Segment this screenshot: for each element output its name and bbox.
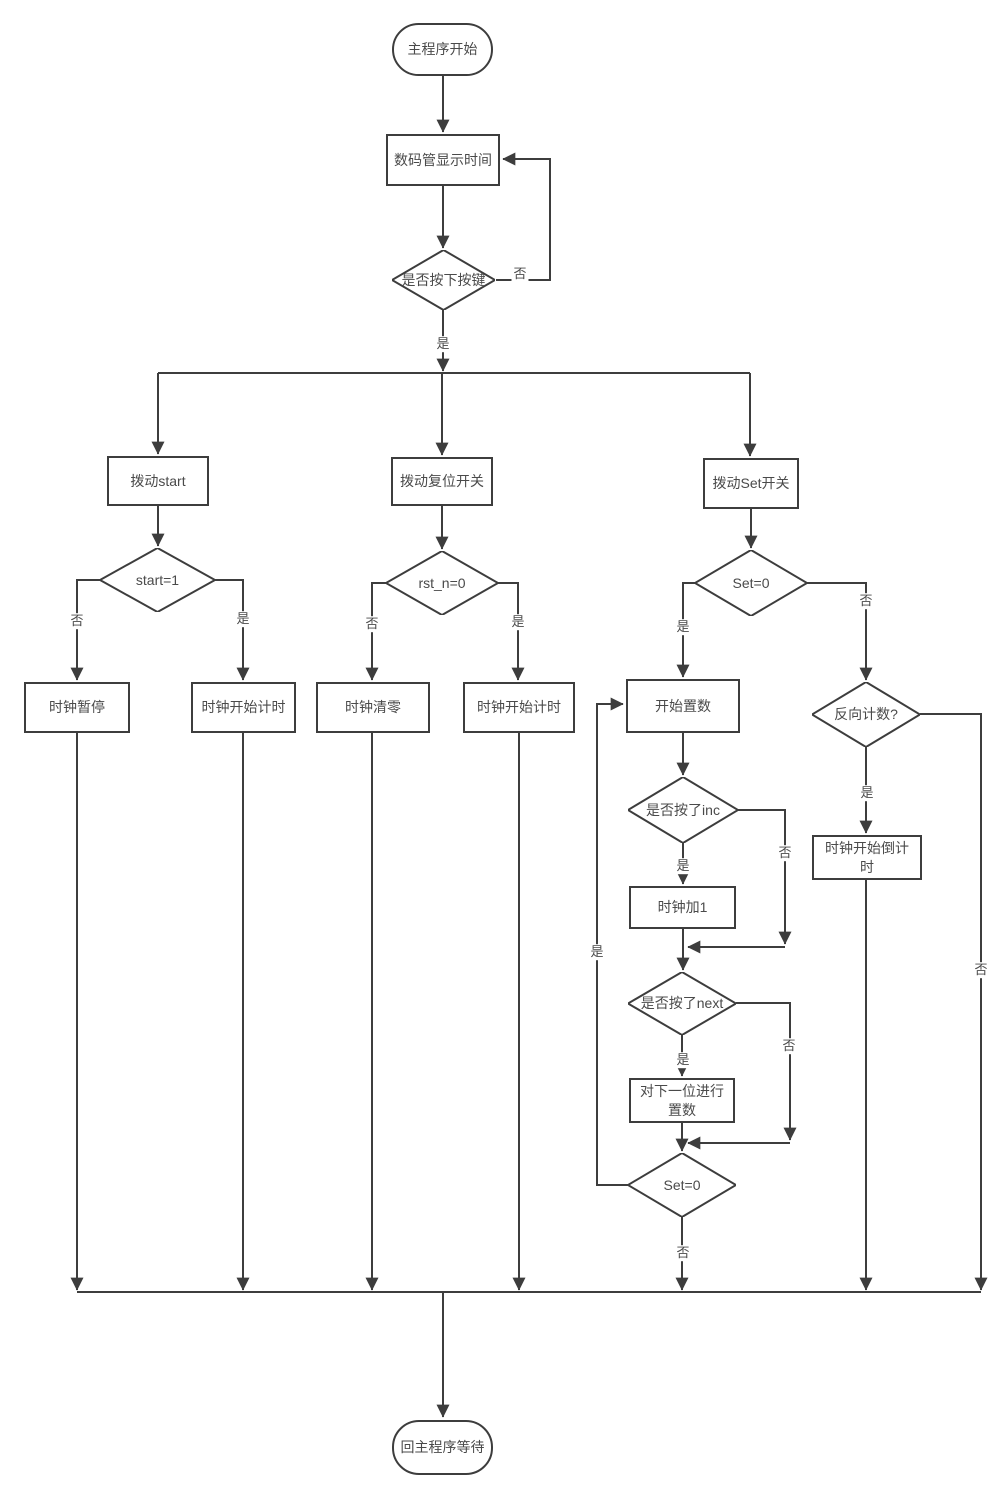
node-label: 对下一位进行置数 xyxy=(640,1082,724,1118)
diamond-shape xyxy=(628,972,736,1035)
edge-label-starteq1-no: 否 xyxy=(68,613,86,629)
node-label: 是否按了inc xyxy=(646,801,720,818)
edge-label-nextcheck-yes: 是 xyxy=(674,1052,692,1068)
process-display-time: 数码管显示时间 xyxy=(386,134,500,186)
node-label: 时钟开始倒计时 xyxy=(825,839,909,875)
process-clock-start-1: 时钟开始计时 xyxy=(191,682,296,733)
process-clock-pause: 时钟暂停 xyxy=(24,682,130,733)
node-label: 时钟开始计时 xyxy=(477,699,561,716)
process-clock-add-1: 时钟加1 xyxy=(629,886,736,929)
edge-label-nextcheck-no: 否 xyxy=(780,1038,798,1054)
edge-setcheck-yes xyxy=(676,582,695,678)
node-label: 反向计数? xyxy=(834,706,898,723)
terminator-main-start: 主程序开始 xyxy=(392,23,493,76)
node-label: 时钟开始计时 xyxy=(201,699,286,716)
decision-set-eq-0-loop: Set=0 xyxy=(628,1153,736,1217)
decision-inc-pressed: 是否按了inc xyxy=(628,777,738,843)
node-label: 是否按了next xyxy=(640,995,724,1012)
edge-label-starteq1-yes: 是 xyxy=(234,611,252,627)
decision-set-eq-0: Set=0 xyxy=(695,550,807,616)
node-label: 拨动start xyxy=(130,472,186,489)
edge-starteq1-yes xyxy=(215,579,250,681)
decision-key-pressed: 是否按下按键 xyxy=(392,250,495,310)
edge-label-setcheck-yes: 是 xyxy=(674,619,692,635)
node-label: start=1 xyxy=(135,571,180,588)
diamond-shape xyxy=(812,682,920,747)
diamond-shape xyxy=(386,551,498,615)
edge-nextcheck-no xyxy=(736,1002,797,1141)
edge-label-inccheck-yes: 是 xyxy=(674,858,692,874)
edge-rstcheck-yes xyxy=(498,582,525,681)
process-toggle-start: 拨动start xyxy=(107,456,209,506)
diamond-shape xyxy=(695,550,807,616)
process-toggle-set: 拨动Set开关 xyxy=(703,458,799,509)
node-label: 开始置数 xyxy=(655,697,711,714)
diamond-shape xyxy=(628,777,738,843)
edge-starteq1-no xyxy=(70,579,100,681)
node-label: 数码管显示时间 xyxy=(394,151,492,168)
process-clock-clear: 时钟清零 xyxy=(316,682,430,733)
edge-label-keycheck-no: 否 xyxy=(511,266,529,282)
diamond-shape xyxy=(100,548,215,612)
process-begin-preset: 开始置数 xyxy=(626,679,740,733)
edge-revcheck-no xyxy=(920,713,988,1291)
node-label: 拨动复位开关 xyxy=(400,473,484,490)
edge-label-rstcheck-yes: 是 xyxy=(509,614,527,630)
edge-label-keycheck-yes: 是 xyxy=(434,336,452,352)
edge-label-setcheck-no: 否 xyxy=(857,593,875,609)
terminator-return-main: 回主程序等待 xyxy=(392,1420,493,1475)
decision-next-pressed: 是否按了next xyxy=(628,972,736,1035)
decision-reverse-count: 反向计数? xyxy=(812,682,920,747)
node-label: 主程序开始 xyxy=(407,41,478,58)
process-toggle-reset: 拨动复位开关 xyxy=(391,457,493,506)
edge-label-revcheck-yes: 是 xyxy=(858,785,876,801)
process-clock-start-2: 时钟开始计时 xyxy=(463,682,575,733)
edge-label-inccheck-no: 否 xyxy=(776,845,794,861)
edge-label-setloop-yes: 是 xyxy=(588,944,606,960)
decision-rst-n-eq-0: rst_n=0 xyxy=(386,551,498,615)
node-label: 时钟清零 xyxy=(345,699,401,716)
edge-label-revcheck-no: 否 xyxy=(972,962,990,978)
node-label: 拨动Set开关 xyxy=(712,475,790,492)
node-label: Set=0 xyxy=(663,1176,701,1193)
node-label: 时钟加1 xyxy=(657,899,708,916)
process-clock-countdown: 时钟开始倒计时 xyxy=(812,835,922,880)
diamond-shape xyxy=(392,250,495,310)
node-label: 时钟暂停 xyxy=(49,699,105,716)
edge-label-rstcheck-no: 否 xyxy=(363,616,381,632)
node-label: Set=0 xyxy=(732,574,770,591)
edge-inccheck-no xyxy=(738,809,792,945)
edge-setcheck-no xyxy=(807,582,873,681)
decision-start-eq-1: start=1 xyxy=(100,548,215,612)
node-label: rst_n=0 xyxy=(418,574,466,591)
node-label: 回主程序等待 xyxy=(400,1439,485,1456)
edge-keycheck-no-loop xyxy=(496,152,551,281)
diamond-shape xyxy=(628,1153,736,1217)
edge-rstcheck-no xyxy=(365,582,386,681)
edge-label-setloop-no: 否 xyxy=(674,1245,692,1261)
process-preset-next-digit: 对下一位进行置数 xyxy=(629,1078,735,1123)
node-label: 是否按下按键 xyxy=(401,271,486,288)
